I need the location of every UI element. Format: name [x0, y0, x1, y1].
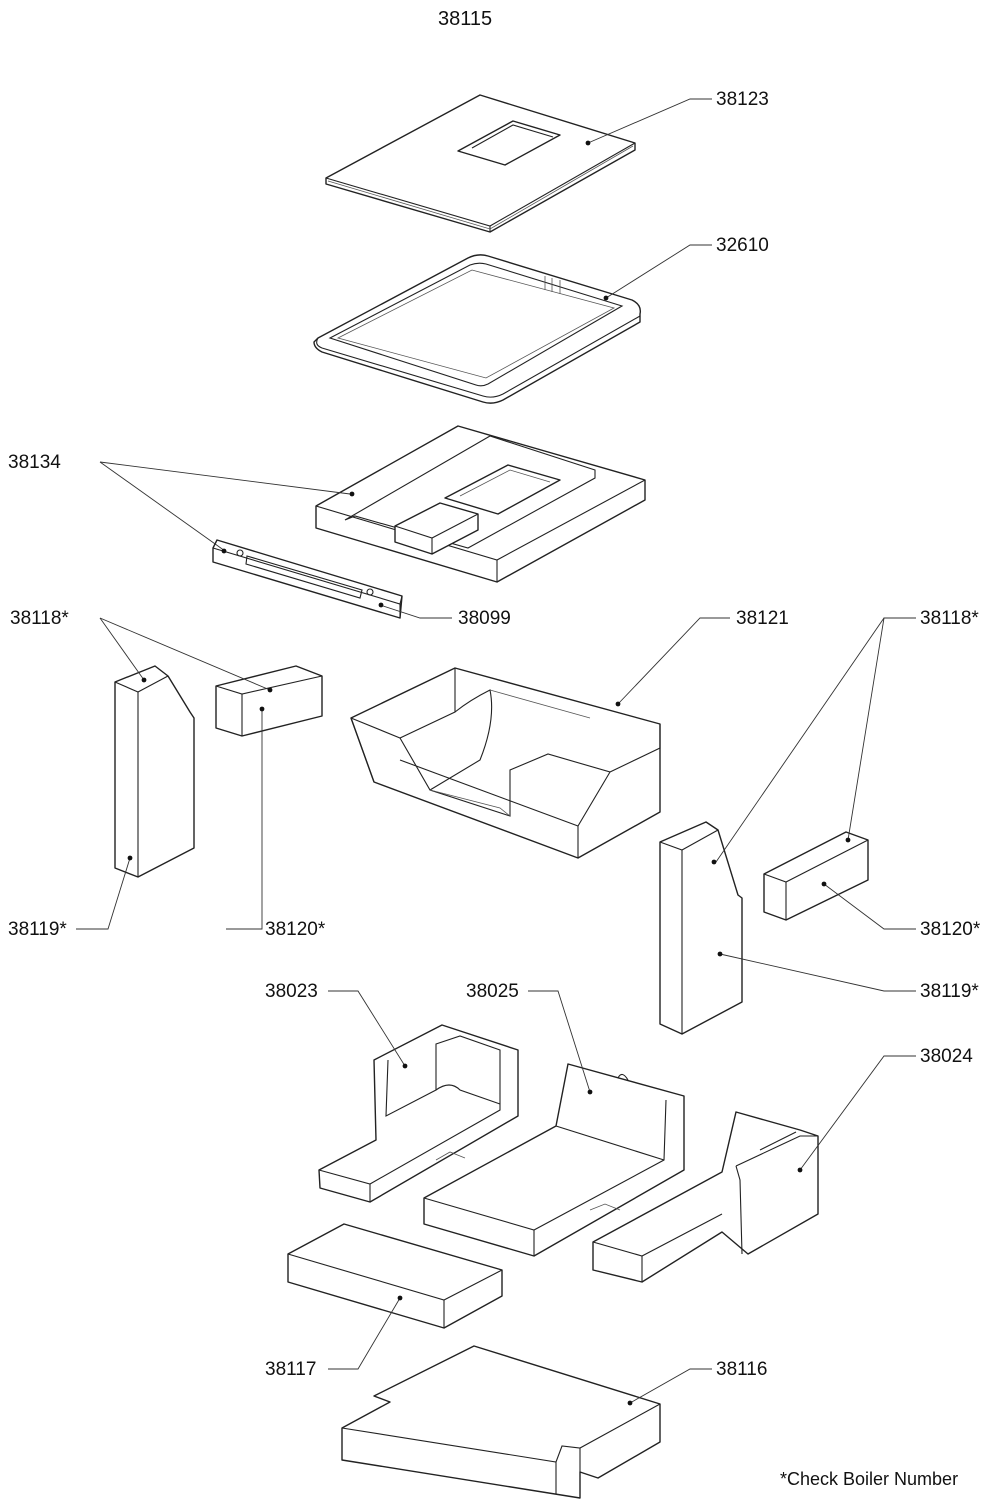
- part-38025-center-floor: [423, 1063, 685, 1257]
- label-38116: 38116: [716, 1359, 768, 1380]
- diagram-title: 38115: [438, 8, 493, 30]
- label-38025: 38025: [466, 981, 519, 1002]
- part-38119-left-side-panel: [114, 665, 195, 878]
- label-38120-right: 38120*: [920, 919, 981, 940]
- part-38123-top-plate: [325, 94, 636, 233]
- label-38119-right: 38119*: [920, 981, 979, 1002]
- part-38099-bar: [212, 539, 403, 619]
- label-38118-right: 38118*: [920, 608, 979, 629]
- part-38119-right-side-panel: [659, 821, 743, 1035]
- part-38134-baffle: [315, 425, 646, 583]
- footnote: *Check Boiler Number: [780, 1469, 959, 1489]
- label-38120-left: 38120*: [265, 919, 326, 940]
- part-32610-gasket-frame: [313, 254, 642, 404]
- part-38117-brick: [287, 1223, 503, 1329]
- part-38118-left-block: [215, 665, 323, 737]
- leader-dots: [127, 140, 851, 1406]
- label-38023: 38023: [265, 981, 318, 1002]
- label-38117: 38117: [265, 1359, 317, 1380]
- label-38121: 38121: [736, 608, 789, 629]
- part-38118-right-block: [763, 831, 869, 921]
- label-38118-left: 38118*: [10, 608, 69, 629]
- part-38121-firebox: [350, 667, 661, 859]
- label-38024: 38024: [920, 1046, 973, 1067]
- part-38023-left-corner-brick: [318, 1024, 519, 1203]
- part-38116-base: [341, 1345, 661, 1499]
- part-38024-right-corner-brick: [592, 1111, 819, 1283]
- label-38099: 38099: [458, 608, 511, 629]
- label-38123: 38123: [716, 89, 769, 110]
- label-38134: 38134: [8, 452, 61, 473]
- label-38119-left: 38119*: [8, 919, 67, 940]
- label-32610: 32610: [716, 235, 769, 256]
- leader-lines: [76, 98, 916, 1404]
